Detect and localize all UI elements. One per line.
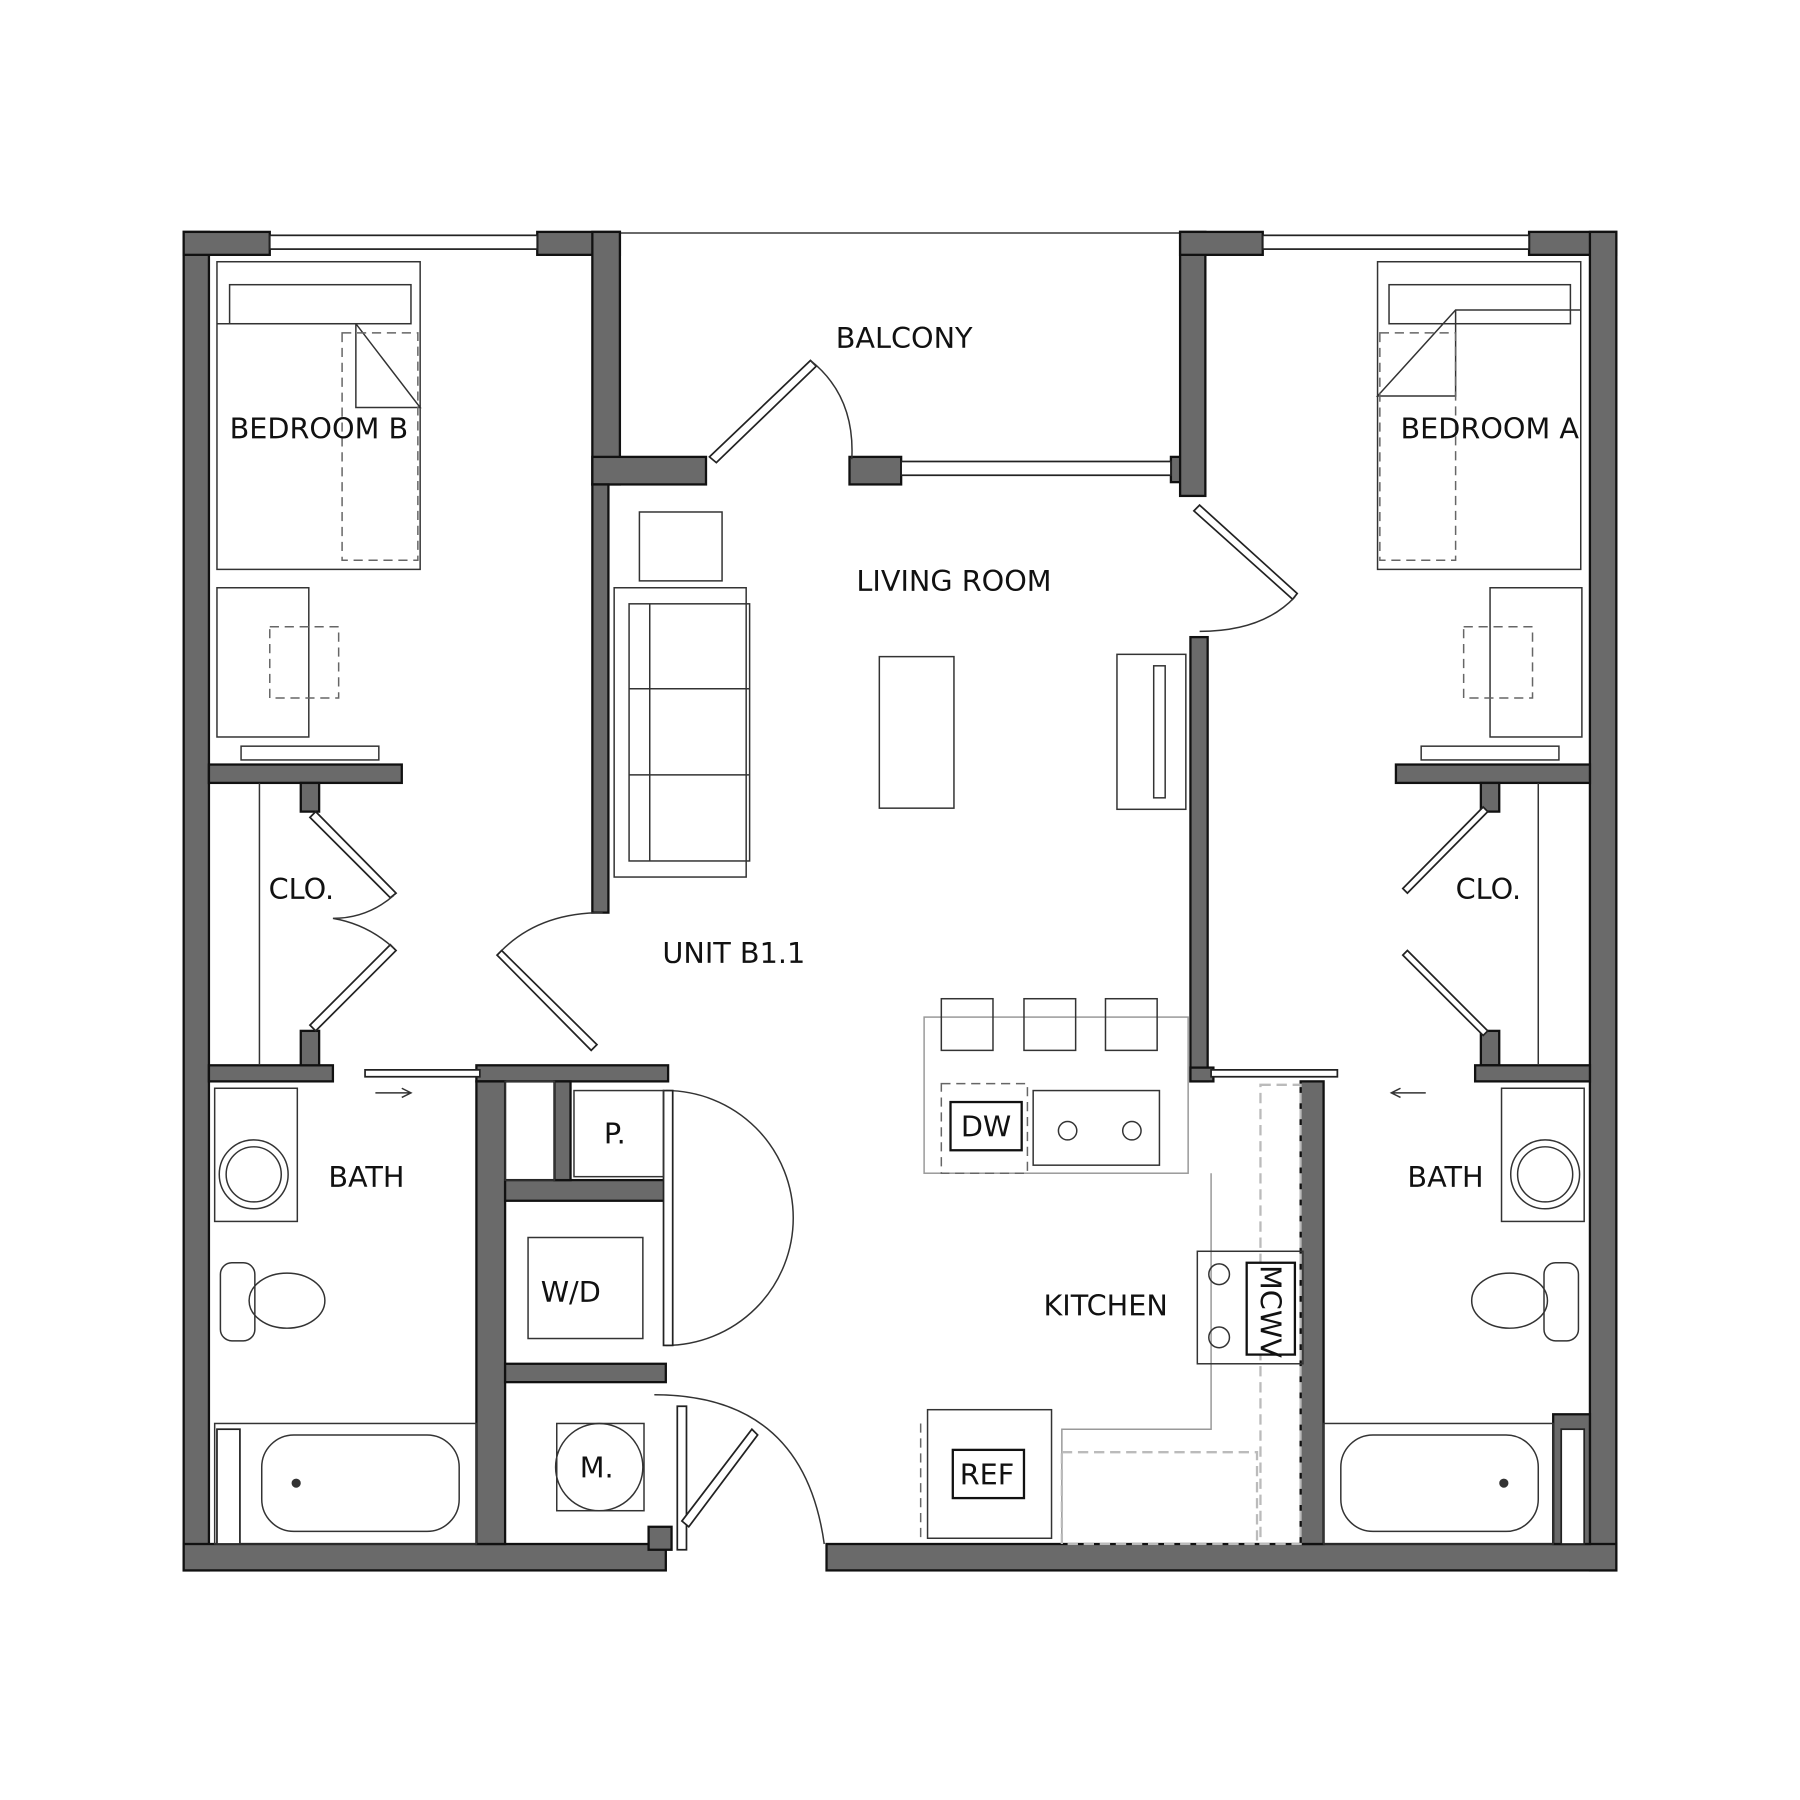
label-balcony: BALCONY [836,321,973,355]
label-kitchen: KITCHEN [1043,1289,1167,1323]
furniture [213,260,1585,1546]
label-bedroom-b: BEDROOM B [230,412,409,446]
label-living-room: LIVING ROOM [856,564,1051,598]
doors [308,359,1489,1551]
appliance-labels: DW REF MCWV [949,1100,1297,1500]
label-washer-dryer: W/D [541,1275,601,1309]
label-dishwasher: DW [961,1109,1011,1143]
windows [216,234,1586,1545]
label-bath-left: BATH [328,1160,404,1194]
label-microwave: MCWV [1253,1265,1287,1358]
label-mechanical: M. [580,1450,614,1484]
room-labels: BALCONY LIVING ROOM BEDROOM B BEDROOM A … [230,321,1580,1485]
label-bath-right: BATH [1407,1160,1483,1194]
label-closet-right: CLO. [1456,872,1522,906]
label-unit: UNIT B1.1 [662,936,805,970]
label-bedroom-a: BEDROOM A [1401,412,1580,446]
label-refrigerator: REF [960,1457,1015,1491]
label-closet-left: CLO. [269,872,335,906]
label-pantry: P. [604,1116,626,1150]
